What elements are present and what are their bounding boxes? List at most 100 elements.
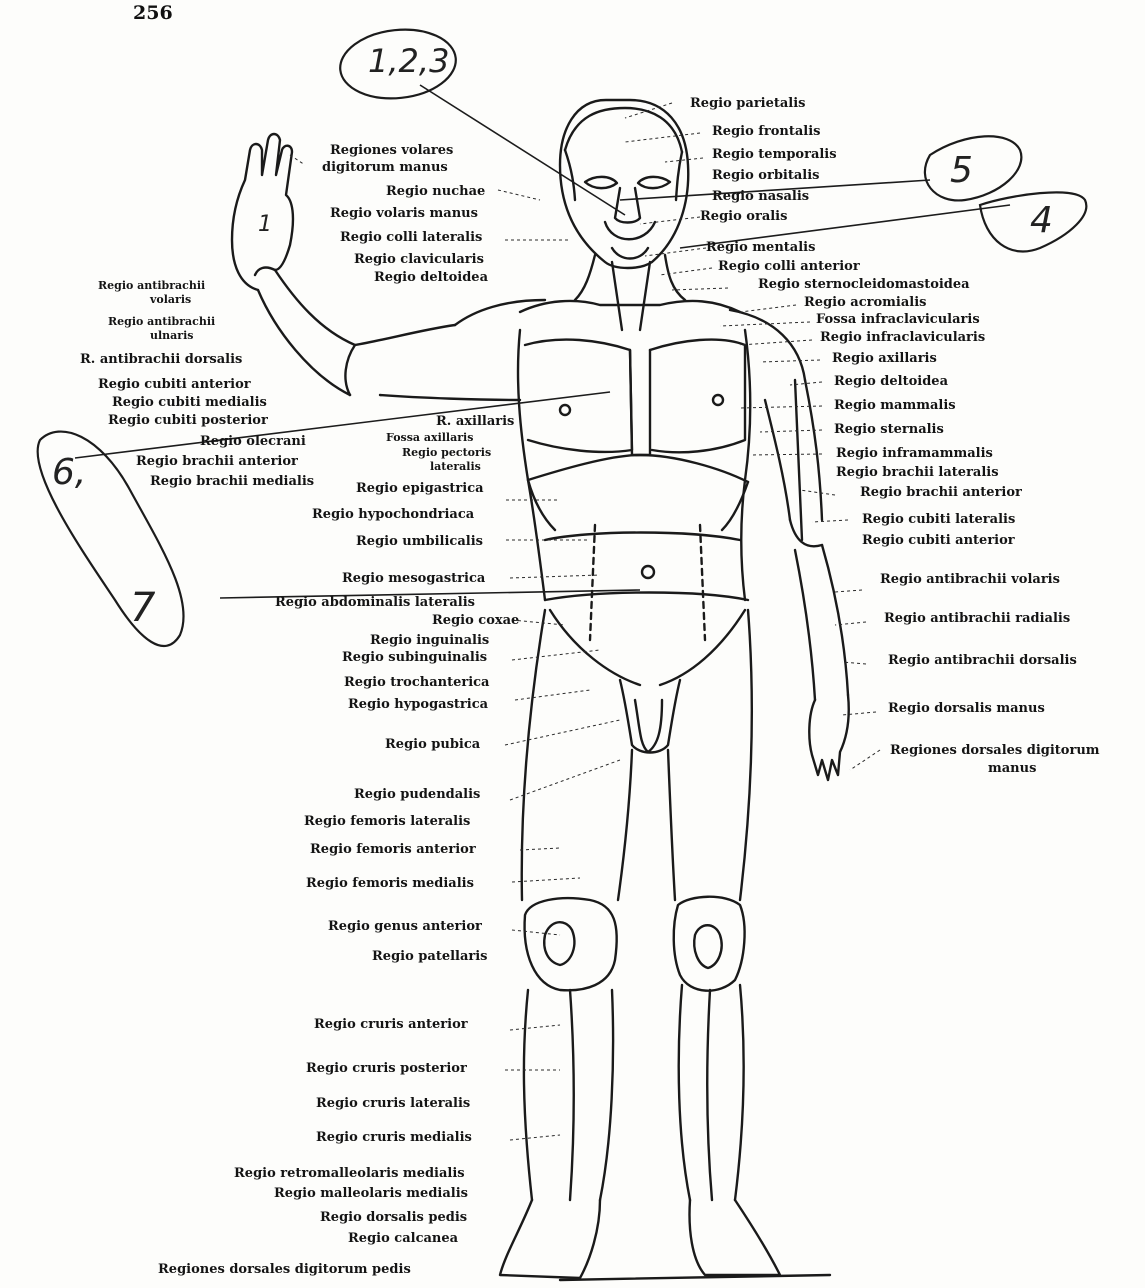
- label-regio-patellaris: Regio patellaris: [372, 950, 488, 964]
- label-regiones-dorsales-digitorum-manus: Regiones dorsales digitorum: [890, 744, 1100, 758]
- leader-mentalis: [645, 248, 706, 256]
- label-regio-genus-anterior: Regio genus anterior: [328, 920, 482, 934]
- forearm-left-bottom: [258, 290, 350, 395]
- leader-temporalis: [665, 158, 703, 162]
- wrist-left: [255, 268, 275, 275]
- label-fossa-axillaris: Fossa axillaris: [386, 432, 473, 444]
- costal-margin: [528, 455, 748, 482]
- shin-left-outer: [524, 990, 532, 1200]
- shoulder-line: [520, 301, 740, 312]
- leader-right-col-8: [800, 490, 835, 495]
- label-regio-cubiti-lateralis: Regio cubiti lateralis: [862, 513, 1015, 527]
- leader-left-12: [520, 848, 560, 850]
- label-regio-axillaris: Regio axillaris: [832, 352, 937, 366]
- label-regio-brachii-medialis: Regio brachii medialis: [150, 475, 314, 489]
- label-regio-coxae: Regio coxae: [432, 614, 519, 628]
- label-regio-deltoidea-right: Regio deltoidea: [834, 375, 948, 389]
- leader-left-10: [505, 720, 620, 745]
- forearm-right-outer: [822, 545, 848, 695]
- left-shoulder-deltoid: [455, 300, 545, 325]
- chest-right: [650, 340, 745, 453]
- label-volaris: volaris: [150, 294, 191, 306]
- upper-arm-right-inner: [765, 400, 790, 520]
- label-regio-antibrachii-volaris-right: Regio antibrachii volaris: [880, 573, 1060, 587]
- label-regio-brachii-lateralis: Regio brachii lateralis: [836, 466, 999, 480]
- hand-note-1: 1: [258, 212, 272, 237]
- iliac-line: [545, 593, 748, 601]
- label-regio-mesogastrica: Regio mesogastrica: [342, 572, 485, 586]
- hypochondrium-right: [722, 482, 748, 530]
- label-regio-antibrachii-1: Regio antibrachii: [98, 280, 205, 292]
- leader-sternocleido: [672, 288, 728, 290]
- label-regio-dorsalis-manus: Regio dorsalis manus: [888, 702, 1045, 716]
- label-regio-antibrachii-dorsalis-right: Regio antibrachii dorsalis: [888, 654, 1077, 668]
- label-regio-cubiti-medialis: Regio cubiti medialis: [112, 396, 267, 410]
- temporal-line-left: [565, 150, 575, 200]
- label-regio-malleolaris-medialis: Regio malleolaris medialis: [274, 1187, 468, 1201]
- shin-right-outer: [735, 985, 744, 1200]
- neck-center-l: [612, 262, 622, 330]
- forearm-right-inner: [795, 550, 815, 700]
- label-regio-hypochondriaca: Regio hypochondriaca: [312, 508, 474, 522]
- label-regio-umbilicalis: Regio umbilicalis: [356, 535, 483, 549]
- elbow-right: [790, 520, 822, 546]
- thigh-left-inner: [618, 750, 632, 900]
- hand-note-5: 5: [950, 150, 973, 191]
- label-regio-acromialis: Regio acromialis: [804, 296, 926, 310]
- hand-right: [809, 695, 848, 780]
- label-r-antibrachii-dorsalis: R. antibrachii dorsalis: [80, 353, 242, 367]
- label-regio-femoris-medialis: Regio femoris medialis: [306, 877, 474, 891]
- label-regio-cruris-medialis: Regio cruris medialis: [316, 1131, 472, 1145]
- thigh-left-outer: [522, 610, 545, 900]
- hand-note-4: 4: [1030, 200, 1053, 241]
- label-regio-parietalis: Regio parietalis: [690, 97, 806, 111]
- label-regio-subinguinalis: Regio subinguinalis: [342, 651, 487, 665]
- pubic-region: [620, 680, 680, 753]
- sternum: [630, 350, 650, 455]
- label-regio-antibrachii-2: Regio antibrachii: [108, 316, 215, 328]
- label-regiones-volares: Regiones volares: [330, 144, 453, 158]
- label-regio-orbitalis: Regio orbitalis: [712, 169, 819, 183]
- foot-right: [690, 1200, 780, 1275]
- thigh-right-outer: [740, 610, 752, 900]
- leader-right-col-13: [842, 712, 876, 715]
- eye-left: [585, 177, 617, 188]
- leader-left-6: [510, 575, 600, 578]
- leader-left-15: [510, 1025, 560, 1030]
- label-regio-cubiti-posterior: Regio cubiti posterior: [108, 414, 268, 428]
- nipple-right: [713, 395, 723, 405]
- label-regio-calcanea: Regio calcanea: [348, 1232, 458, 1246]
- leader-frontalis: [625, 133, 700, 142]
- label-regio-epigastrica: Regio epigastrica: [356, 482, 484, 496]
- thigh-right-inner: [668, 750, 675, 900]
- knee-right: [674, 897, 745, 991]
- label-regio-dorsalis-pedis: Regio dorsalis pedis: [320, 1211, 467, 1225]
- scrotum: [635, 700, 662, 752]
- label-regio-pudendalis: Regio pudendalis: [354, 788, 480, 802]
- trunk-right: [795, 380, 802, 540]
- abdomen-line-l: [590, 525, 595, 640]
- neck-right: [665, 255, 685, 300]
- abdomen-line-r: [700, 525, 705, 640]
- upper-arm-right-outer: [805, 380, 822, 520]
- label-r-axillaris: R. axillaris: [436, 415, 514, 429]
- shin-left-inner: [600, 990, 613, 1200]
- leader-right-col-10: [835, 590, 862, 592]
- leader-acromialis: [740, 305, 796, 312]
- patella-right: [694, 925, 721, 968]
- label-regio-deltoidea-left: Regio deltoidea: [374, 271, 488, 285]
- chin: [612, 248, 648, 259]
- label-regio-brachii-anterior-left: Regio brachii anterior: [136, 455, 298, 469]
- leader-right-col-14: [850, 750, 880, 770]
- label-manus: manus: [988, 762, 1036, 776]
- label-regio-femoris-lateralis: Regio femoris lateralis: [304, 815, 470, 829]
- leader-right-col-3: [760, 360, 820, 362]
- label-regio-cubiti-anterior-right: Regio cubiti anterior: [862, 534, 1015, 548]
- eye-right: [638, 177, 670, 188]
- label-regio-trochanterica: Regio trochanterica: [344, 676, 489, 690]
- label-regio-colli-anterior: Regio colli anterior: [718, 260, 860, 274]
- label-digitorum-manus: digitorum manus: [322, 161, 448, 175]
- leader-left-1: [290, 155, 305, 165]
- leader-right-col-2: [740, 340, 812, 345]
